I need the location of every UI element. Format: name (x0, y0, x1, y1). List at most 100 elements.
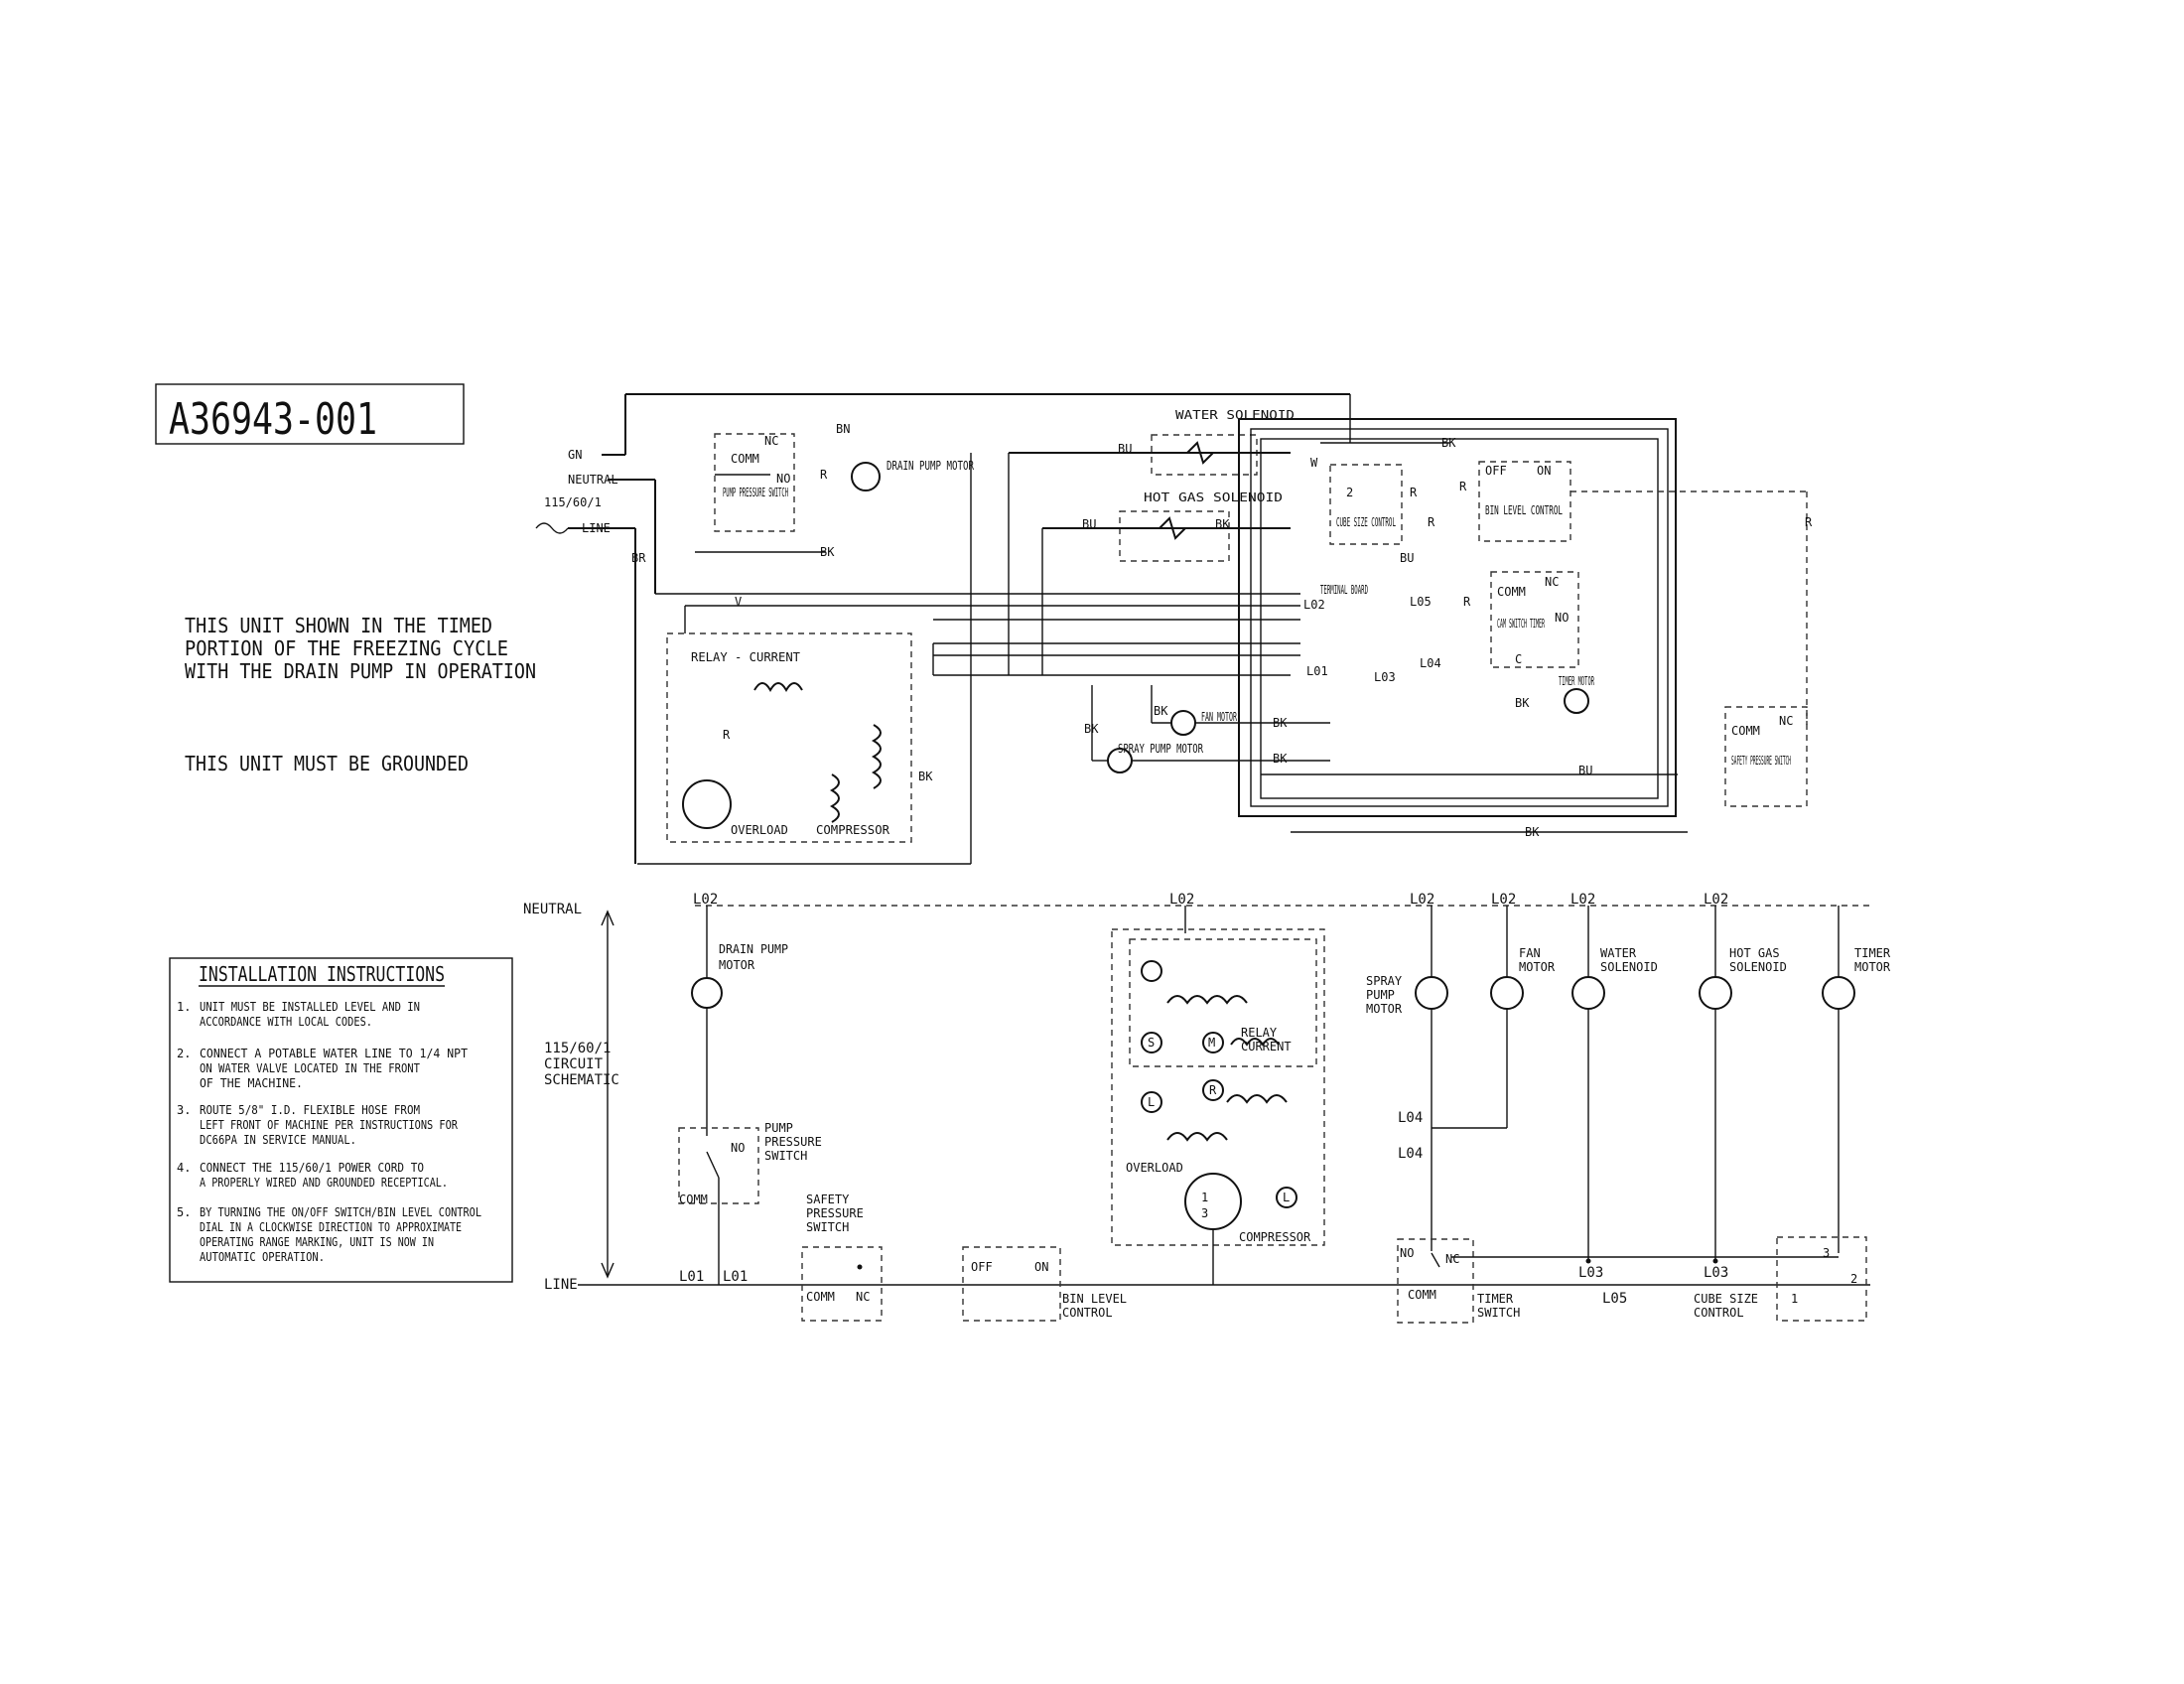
cam-switch-timer: COMM NC NO CAM SWITCH TIMER C (1490, 571, 1579, 668)
schem-hotgas: L02 HOT GAS SOLENOID L03 (1699, 892, 1787, 1281)
schem-comp-l: L (1283, 1191, 1290, 1204)
schem-bin-off: OFF (971, 1260, 993, 1274)
wire-bk-comp: BK (918, 770, 933, 783)
pps-label: PUMP PRESSURE SWITCH (723, 486, 788, 499)
wire-r-cam2: R (1463, 595, 1471, 609)
schem-spray-line2: PUMP (1366, 988, 1395, 1002)
wire-r-cam: R (1428, 515, 1435, 529)
wire-r-drain: R (820, 468, 828, 482)
step-1-line2: ACCORDANCE WITH LOCAL CODES. (200, 1015, 372, 1029)
step-3-line1: ROUTE 5/8" I.D. FLEXIBLE HOSE FROM (200, 1103, 420, 1117)
bin-off: OFF (1485, 464, 1507, 478)
ground-label: GN (568, 448, 582, 462)
step-1-num: 1. (177, 1000, 191, 1014)
cube-term-2: 2 (1346, 486, 1353, 499)
schem-cube-size: 3 2 1 CUBE SIZE CONTROL (1694, 1236, 1867, 1322)
pps-comm: COMM (731, 452, 759, 466)
safety-pressure-switch-pictorial: COMM NC SAFETY PRESSURE SWITCH (1724, 706, 1808, 807)
wire-bk-spray2: BK (1273, 752, 1288, 766)
schem-drain-pump: L02 DRAIN PUMP MOTOR NO PUMP PRESSURE SW… (678, 892, 822, 1285)
relay-term-r: R (723, 728, 731, 742)
schem-l04-b: L04 (1398, 1146, 1423, 1162)
step-3-line3: DC66PA IN SERVICE MANUAL. (200, 1133, 356, 1147)
schem-ts-no: NO (1400, 1246, 1414, 1260)
sps-label: SAFETY PRESSURE SWITCH (1731, 754, 1791, 768)
schem-bin-line1: BIN LEVEL (1062, 1292, 1127, 1306)
wire-bk-timer: BK (1515, 696, 1530, 710)
cam-term-c: C (1515, 652, 1522, 666)
notes: THIS UNIT SHOWN IN THE TIMED PORTION OF … (185, 614, 536, 775)
terminal-board-label: TERMINAL BOARD (1320, 583, 1368, 597)
compressor-pictorial-label: COMPRESSOR (816, 823, 890, 837)
spray-pump-label: SPRAY PUMP MOTOR (1118, 742, 1204, 756)
schem-relay-line1: RELAY (1241, 1026, 1278, 1040)
schem-water-l02: L02 (1570, 892, 1595, 908)
cam-no: NO (1555, 611, 1569, 625)
tb-l03: L03 (1374, 670, 1396, 684)
wire-bk-top: BK (1441, 436, 1456, 450)
schem-bin-line2: CONTROL (1062, 1306, 1113, 1320)
tb-l05: L05 (1410, 595, 1432, 609)
installation-title: INSTALLATION INSTRUCTIONS (199, 962, 445, 986)
schem-relay-line2: CURRENT (1241, 1040, 1292, 1053)
schem-sps-line3: SWITCH (806, 1220, 849, 1234)
drain-pump-motor-label: DRAIN PUMP MOTOR (887, 459, 975, 473)
schem-l04-a: L04 (1398, 1110, 1423, 1126)
schem-compressor-icon (1184, 1173, 1242, 1230)
part-number-box: A36943-001 (155, 383, 465, 445)
schem-water-line1: WATER (1600, 946, 1637, 960)
schem-spray-line1: SPRAY (1366, 974, 1403, 988)
schem-fan-line2: MOTOR (1519, 960, 1556, 974)
schem-spray-line3: MOTOR (1366, 1002, 1403, 1016)
schem-water-icon (1571, 976, 1605, 1010)
wiring-pictorial: GN NEUTRAL 115/60/1 LINE BR COMM NC NO P… (535, 393, 1813, 865)
wire-bk-hotgas: BK (1215, 517, 1230, 531)
tb-l04: L04 (1420, 656, 1441, 670)
schem-l05: L05 (1602, 1291, 1627, 1307)
bin-level-label: BIN LEVEL CONTROL (1485, 503, 1563, 517)
schem-drain-line2: MOTOR (719, 958, 755, 972)
schem-cube-line1: CUBE SIZE (1694, 1292, 1758, 1306)
schem-title-1: 115/60/1 (544, 1041, 611, 1056)
cam-label: CAM SWITCH TIMER (1497, 617, 1545, 631)
schem-cube-1: 1 (1791, 1292, 1798, 1306)
schem-relay-r: R (1209, 1083, 1217, 1097)
bin-level-control: OFF ON BIN LEVEL CONTROL R R (1459, 461, 1813, 725)
part-number: A36943-001 (169, 394, 377, 445)
note-shown-line2: PORTION OF THE FREEZING CYCLE (185, 636, 508, 660)
schem-drain-l02: L02 (693, 892, 718, 908)
schem-cube-2: 2 (1850, 1272, 1857, 1286)
schem-sps-line1: SAFETY (806, 1193, 850, 1206)
step-4-num: 4. (177, 1161, 191, 1175)
hot-gas-solenoid: HOT GAS SOLENOID BU BK (1042, 491, 1291, 562)
schem-spray-l02: L02 (1410, 892, 1434, 908)
schem-spray-pump: L02 SPRAY PUMP MOTOR L04 L04 (1366, 892, 1448, 1251)
timer-motor: TIMER MOTOR BK (1515, 674, 1594, 714)
schem-water: L02 WATER SOLENOID L03 (1570, 892, 1658, 1281)
step-5-line3: OPERATING RANGE MARKING, UNIT IS NOW IN (200, 1235, 434, 1249)
schem-l03-b: L03 (1704, 1265, 1728, 1281)
bin-on: ON (1537, 464, 1551, 478)
wire-r-safety: R (1805, 515, 1813, 529)
schem-pps-no: NO (731, 1141, 745, 1155)
step-2-line2: ON WATER VALVE LOCATED IN THE FRONT (200, 1061, 420, 1075)
step-2-line3: OF THE MACHINE. (200, 1076, 303, 1090)
fan-motor: FAN MOTOR BK BK (1154, 704, 1288, 736)
schem-bin-on: ON (1034, 1260, 1048, 1274)
drain-pump-motor-icon (851, 462, 881, 491)
schem-spray-icon (1415, 976, 1448, 1010)
schem-line-label: LINE (544, 1277, 578, 1293)
schem-drain-pump-icon (691, 977, 723, 1009)
timer-motor-icon (1564, 688, 1589, 714)
cam-comm: COMM (1497, 585, 1526, 599)
wire-r-cube: R (1410, 486, 1418, 499)
schem-l01-b: L01 (723, 1269, 748, 1285)
fan-motor-label: FAN MOTOR (1201, 710, 1237, 724)
schem-relay-m: M (1208, 1036, 1215, 1050)
wire-w: W (1310, 456, 1318, 470)
power-supply: GN NEUTRAL 115/60/1 LINE BR (535, 393, 1350, 864)
schem-sps-comm: COMM (806, 1290, 835, 1304)
power-cord-icon (535, 522, 569, 534)
note-shown-line3: WITH THE DRAIN PUMP IN OPERATION (185, 659, 536, 683)
schem-hotgas-line1: HOT GAS (1729, 946, 1780, 960)
